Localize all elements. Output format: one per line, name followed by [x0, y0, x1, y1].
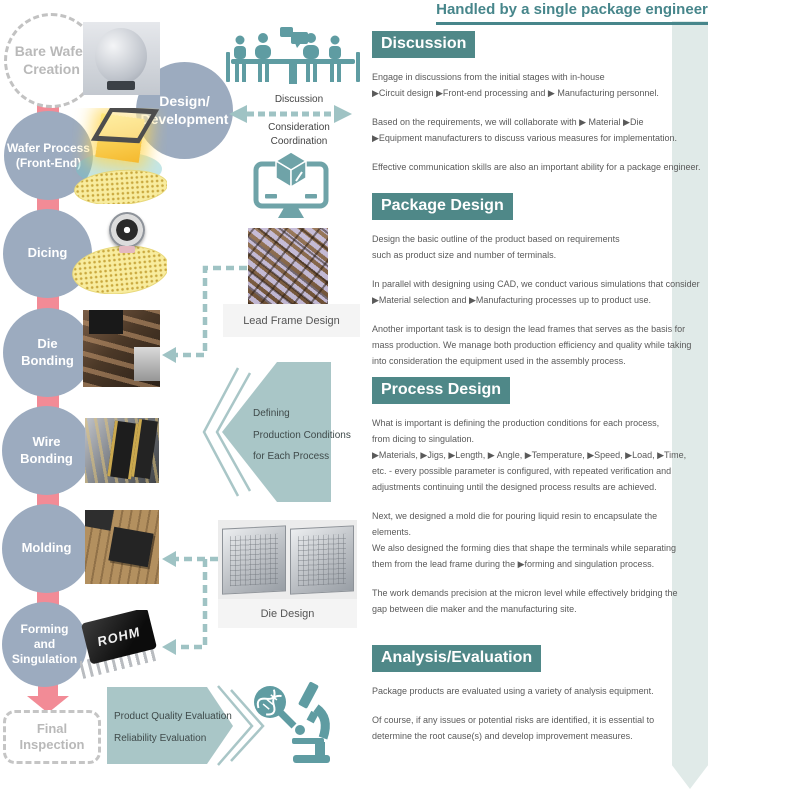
step-wire-bonding: Wire Bonding — [2, 406, 91, 495]
bonder-block — [134, 347, 160, 381]
section-heading: Package Design — [372, 193, 513, 220]
section-process-design: Process Design What is important is defi… — [372, 377, 737, 630]
die-bonding-photo — [83, 310, 160, 387]
section-package-design: Package Design Design the basic outline … — [372, 193, 737, 382]
dicing-illustration — [72, 212, 167, 294]
molded-chip — [108, 526, 154, 568]
section-discussion: Discussion Engage in discussions from th… — [372, 31, 737, 188]
wafer-stand — [107, 81, 135, 90]
mold-die — [222, 525, 286, 595]
die-design-photo — [218, 520, 357, 600]
section-heading: Process Design — [372, 377, 511, 404]
chip-logo: ROHM — [96, 623, 142, 649]
step-molding: Molding — [2, 504, 91, 593]
lead-frame-caption: Lead Frame Design — [223, 304, 360, 337]
step-forming-singulation: Forming and Singulation — [2, 602, 87, 687]
paragraph: Based on the requirements, we will colla… — [372, 117, 678, 143]
paragraph: Of course, if any issues or potential ri… — [372, 715, 655, 741]
wafer-disc — [95, 28, 147, 84]
defining-banner-label: Defining Production Conditions for Each … — [253, 408, 351, 462]
side-flow-bar — [672, 21, 708, 789]
paragraph: Package products are evaluated using a v… — [372, 686, 654, 696]
section-heading: Analysis/Evaluation — [372, 645, 542, 672]
paragraph: Effective communication skills are also … — [372, 162, 701, 172]
paragraph: In parallel with designing using CAD, we… — [372, 279, 700, 305]
step-die-bonding: Die Bonding — [3, 308, 92, 397]
step-design-development: Design/ Development — [136, 62, 233, 159]
bonder-arm — [89, 310, 123, 334]
die-design-caption: Die Design — [218, 599, 357, 628]
meeting-table-icon — [226, 27, 360, 84]
packaged-chip-photo: ROHM — [80, 610, 160, 684]
microscope-dna-magnifier-icon — [254, 681, 330, 763]
wire-bonding-photo — [85, 418, 159, 483]
paragraph: Another important task is to design the … — [372, 324, 692, 366]
section-heading: Discussion — [372, 31, 476, 58]
dicing-blade — [109, 212, 145, 248]
mold-die — [290, 525, 354, 595]
blade-spindle — [119, 246, 135, 253]
die-grid — [230, 533, 278, 587]
bare-wafer-photo — [83, 22, 160, 95]
final-arrow-head — [27, 696, 69, 713]
section-analysis-evaluation: Analysis/Evaluation Package products are… — [372, 645, 737, 757]
step-final-inspection: Final Inspection — [3, 710, 101, 764]
page-title: Handled by a single package engineer — [436, 1, 708, 25]
molding-photo — [85, 510, 159, 584]
paragraph: Engage in discussions from the initial s… — [372, 72, 659, 98]
die-design-connector — [162, 551, 218, 655]
paragraph: What is important is defining the produc… — [372, 418, 687, 492]
lead-frame-photo — [248, 228, 328, 304]
die-grid — [298, 533, 346, 587]
lead-frame-grid — [248, 228, 328, 304]
paragraph: Design the basic outline of the product … — [372, 234, 620, 260]
front-end-process-illustration — [72, 108, 167, 204]
paragraph: The work demands precision at the micron… — [372, 588, 678, 614]
discussion-arrow-top-label: Discussion — [274, 94, 324, 105]
discussion-arrow-bottom-label: Consideration Coordination — [268, 122, 330, 147]
cad-monitor-cube-icon — [253, 151, 329, 218]
evaluation-banner-label: Product Quality Evaluation Reliability E… — [114, 711, 232, 744]
paragraph: Next, we designed a mold die for pouring… — [372, 511, 677, 569]
